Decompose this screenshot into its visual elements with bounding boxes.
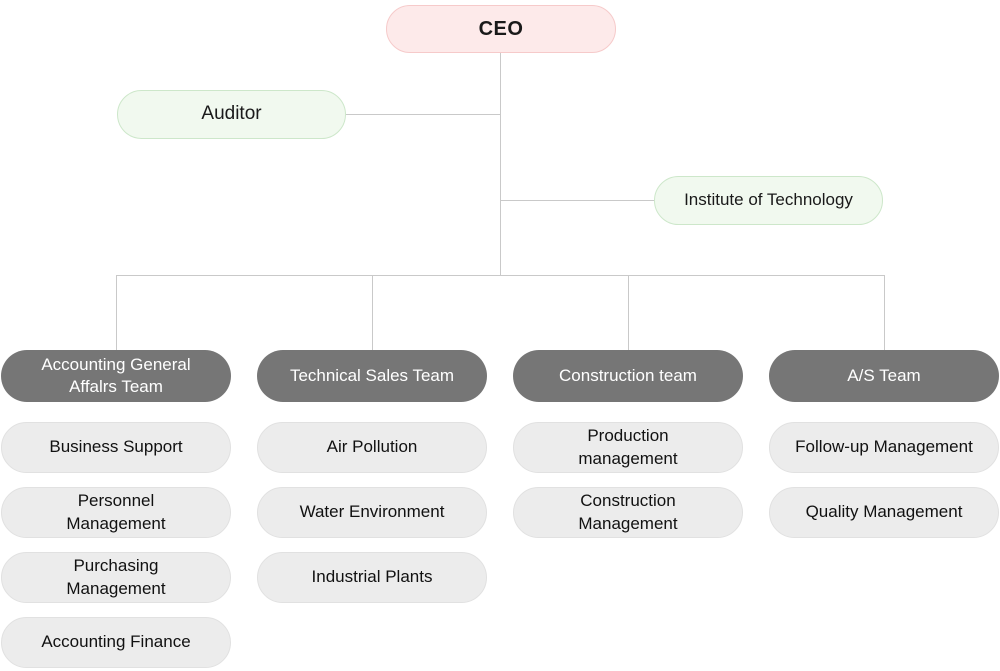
team-item: Purchasing Management <box>1 552 231 603</box>
connector-line-drop-1 <box>116 275 117 350</box>
connector-line-drop-4 <box>884 275 885 350</box>
connector-line-drop-3 <box>628 275 629 350</box>
team-item: Business Support <box>1 422 231 473</box>
org-column-as-team: A/S Team Follow-up Management Quality Ma… <box>769 350 999 552</box>
team-head: A/S Team <box>769 350 999 402</box>
team-item: Industrial Plants <box>257 552 487 603</box>
org-column-technical-sales: Technical Sales Team Air Pollution Water… <box>257 350 487 617</box>
team-item: Water Environment <box>257 487 487 538</box>
org-node-auditor: Auditor <box>117 90 346 139</box>
org-column-construction: Construction team Production management … <box>513 350 743 552</box>
org-node-ceo: CEO <box>386 5 616 53</box>
team-item: Construction Management <box>513 487 743 538</box>
team-item: Accounting Finance <box>1 617 231 668</box>
org-node-institute-of-technology: Institute of Technology <box>654 176 883 225</box>
team-item: Quality Management <box>769 487 999 538</box>
team-item: Personnel Management <box>1 487 231 538</box>
team-item: Air Pollution <box>257 422 487 473</box>
connector-line-bus <box>116 275 884 276</box>
org-column-accounting: Accounting General Affalrs Team Business… <box>1 350 231 671</box>
team-item: Production management <box>513 422 743 473</box>
team-head: Technical Sales Team <box>257 350 487 402</box>
team-head: Accounting General Affalrs Team <box>1 350 231 402</box>
connector-line-auditor <box>346 114 500 115</box>
connector-line-ceo-vertical <box>500 53 501 275</box>
connector-line-institute <box>500 200 654 201</box>
team-head: Construction team <box>513 350 743 402</box>
connector-line-drop-2 <box>372 275 373 350</box>
team-item: Follow-up Management <box>769 422 999 473</box>
